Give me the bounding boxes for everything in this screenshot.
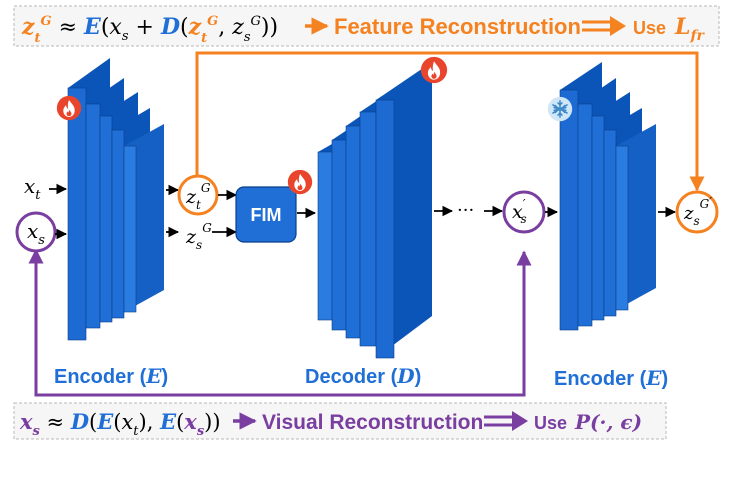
top-banner-double-arrow	[582, 16, 626, 36]
top-banner: ztG ≈ E(xs + D(ztG, zsG)) Feature Recons…	[13, 5, 720, 47]
top-banner-formula: ztG ≈ E(xs + D(ztG, zsG))	[21, 14, 278, 46]
encoder-right-label: Encoder (E)	[554, 366, 668, 390]
snowflake-icon	[547, 96, 573, 122]
bottom-banner-formula: xs ≈ D(E(xt), E(xs))	[19, 409, 221, 439]
encoder-right-layer	[615, 124, 656, 311]
bottom-banner-use-term: P(·, ϵ)	[574, 410, 642, 434]
feature-reconstruction-path	[195, 51, 705, 192]
z-t-g-node	[177, 174, 219, 216]
encoder-left	[56, 58, 164, 341]
fire-icon	[420, 56, 448, 84]
x-s-node	[15, 211, 57, 253]
decoder	[317, 56, 448, 359]
x-s-prime-node	[502, 190, 546, 234]
top-banner-use-label: Use	[633, 18, 666, 38]
top-banner-label: Feature Reconstruction	[334, 14, 581, 39]
x-t-label: xt	[24, 174, 41, 203]
decoder-label: Decoder (D)	[305, 364, 421, 388]
encoder-right	[547, 62, 656, 331]
bottom-banner-frame	[13, 402, 667, 440]
bottom-banner-use-label: Use	[534, 413, 567, 433]
encoder-left-label: Encoder (E)	[54, 364, 168, 388]
fim-label: FIM	[251, 205, 282, 225]
z-s-g-prime-node	[675, 190, 719, 234]
ellipsis: ···	[457, 200, 474, 221]
bottom-banner-label: Visual Reconstruction	[262, 411, 483, 434]
fire-icon	[287, 169, 313, 195]
bottom-banner-double-arrow	[484, 411, 528, 431]
encoder-left-layer	[123, 124, 164, 313]
bottom-banner: xs ≈ D(E(xt), E(xs)) Visual Reconstructi…	[13, 402, 667, 440]
fim-block	[235, 186, 297, 243]
top-banner-frame	[13, 5, 720, 47]
x-s-prime-label: x′s	[512, 197, 527, 226]
fire-icon	[56, 95, 82, 121]
decoder-layer	[375, 62, 432, 359]
z-s-g-label: zsG	[185, 221, 212, 252]
